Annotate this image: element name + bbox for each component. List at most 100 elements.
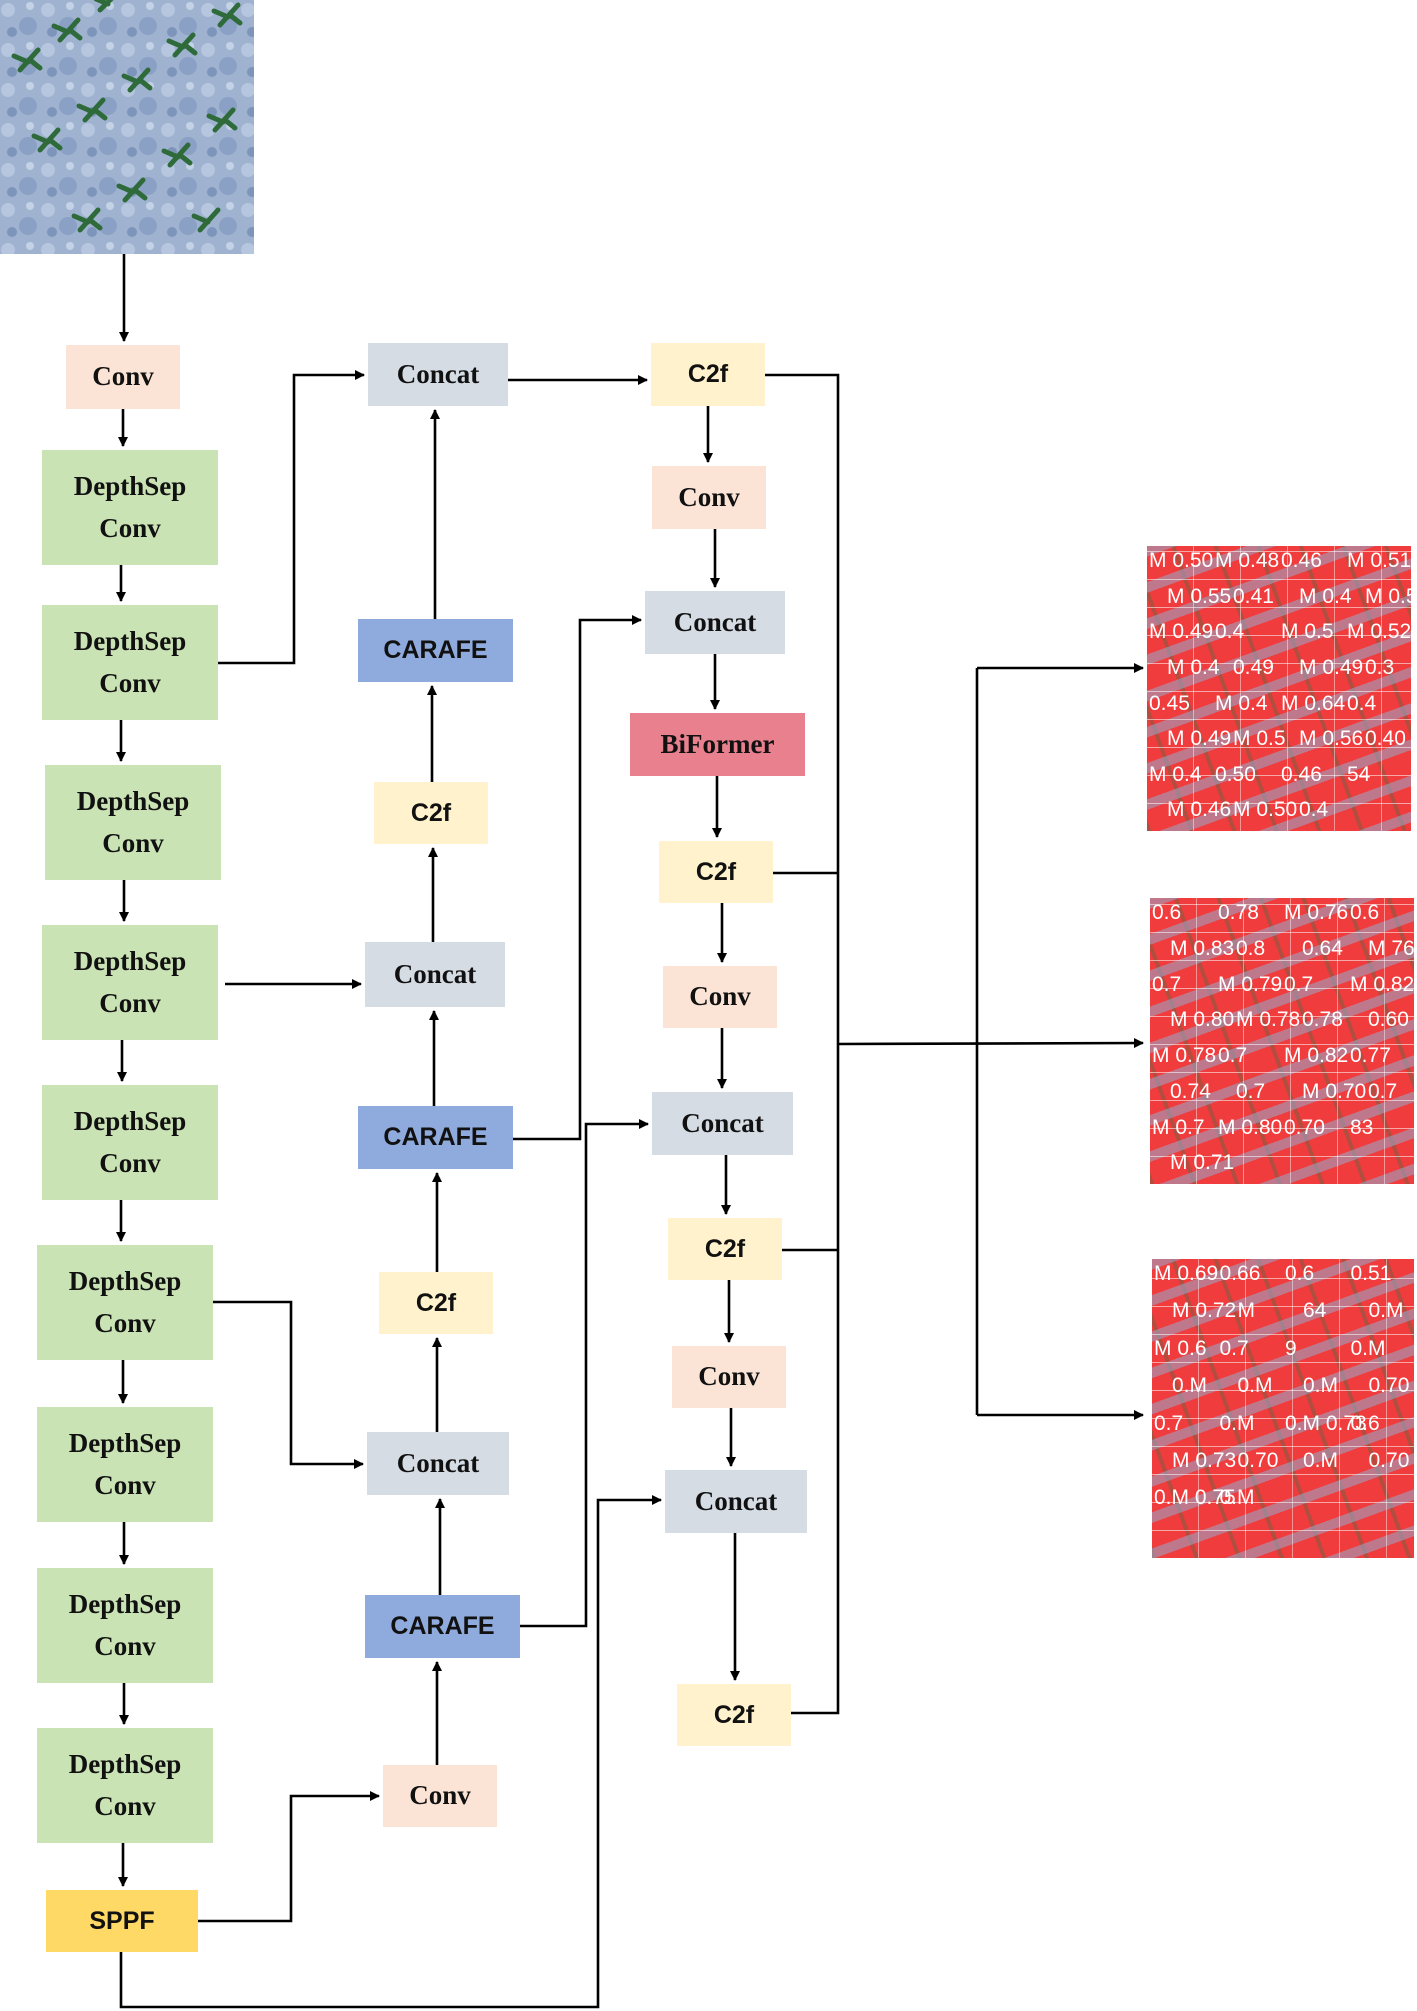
confidence-label: 0.M xyxy=(1303,1374,1339,1398)
confidence-label: M 0.50 xyxy=(1233,798,1298,822)
confidence-label: 0.3 xyxy=(1365,655,1395,679)
head-concat-3: Concat xyxy=(665,1470,807,1533)
block-label: DepthSep xyxy=(68,1588,182,1619)
block-label: DepthSep xyxy=(73,1105,187,1136)
confidence-label: 0.M xyxy=(1303,1448,1339,1472)
confidence-label: M 0.4 xyxy=(1215,691,1268,715)
confidence-label: M 0.5 xyxy=(1281,620,1334,644)
neck-carafe-3: CARAFE xyxy=(365,1595,520,1658)
confidence-label: 0.46 xyxy=(1281,549,1322,572)
confidence-label: 0.78 xyxy=(1218,901,1259,924)
confidence-label: 0.70 xyxy=(1284,1115,1325,1139)
block-label: Conv xyxy=(94,1790,156,1821)
confidence-label: 0.6 xyxy=(1152,901,1182,924)
confidence-label: M 0.52 xyxy=(1347,620,1411,644)
block-label: C2f xyxy=(695,857,737,886)
confidence-label: 0.7 xyxy=(1154,1411,1184,1435)
block-label: CARAFE xyxy=(383,1123,488,1152)
confidence-label: M 0.82 xyxy=(1284,1044,1349,1067)
neck-concat-3: Concat xyxy=(367,1432,509,1495)
block-label: Conv xyxy=(409,1780,471,1811)
block-label: Conv xyxy=(99,667,161,698)
confidence-label: M 0.55 xyxy=(1167,584,1232,608)
confidence-label: 0.7 xyxy=(1152,972,1182,996)
block-label: DepthSep xyxy=(68,1265,182,1296)
block-label: Conv xyxy=(99,512,161,543)
confidence-label: 0.6 xyxy=(1285,1262,1315,1285)
confidence-label: M 0.80 xyxy=(1170,1008,1235,1032)
head-c2f-2: C2f xyxy=(659,841,773,903)
confidence-label: M 0.78 xyxy=(1236,1008,1301,1032)
head-conv-3: Conv xyxy=(672,1346,786,1408)
head-c2f-1: C2f xyxy=(651,343,765,406)
neck-concat-1: Concat xyxy=(368,343,508,406)
confidence-label: M 0.83 xyxy=(1170,936,1235,960)
confidence-label: 0.7 xyxy=(1218,1044,1248,1067)
confidence-label: M 0.4 xyxy=(1167,655,1220,679)
confidence-label: M 0.48 xyxy=(1215,549,1280,572)
confidence-label: 0.45 xyxy=(1149,691,1190,715)
confidence-label: M 0.50 xyxy=(1149,549,1214,572)
input-image xyxy=(0,0,254,254)
neck-carafe-1: CARAFE xyxy=(358,619,513,682)
confidence-label: M 0.76 xyxy=(1284,901,1349,924)
head-concat-1: Concat xyxy=(645,591,785,654)
block-label: C2f xyxy=(713,1700,755,1729)
confidence-label: M 0.4 xyxy=(1149,762,1202,786)
confidence-label: 0.M 0.75 xyxy=(1154,1486,1236,1510)
block-label: Conv xyxy=(689,981,751,1012)
confidence-label: 0.8 xyxy=(1236,936,1266,960)
confidence-label: M 0.6 xyxy=(1154,1336,1207,1360)
block-label: Concat xyxy=(396,1447,480,1478)
block-label: Concat xyxy=(393,958,477,989)
neck-c2f-1: C2f xyxy=(374,782,488,844)
confidence-label: M 0.70 xyxy=(1302,1079,1367,1103)
confidence-label: M 0.72 xyxy=(1172,1299,1237,1323)
confidence-label: M 0.69 xyxy=(1154,1262,1219,1285)
backbone-conv: Conv xyxy=(66,345,180,409)
confidence-label: 0.46 xyxy=(1281,762,1322,786)
confidence-label: 0.70 xyxy=(1237,1448,1279,1472)
confidence-label: 0.7 xyxy=(1284,972,1314,996)
confidence-label: M 0.4 xyxy=(1299,584,1352,608)
confidence-label: M 0.56 xyxy=(1299,727,1364,751)
confidence-label: 0.49 xyxy=(1233,655,1274,679)
block-label: DepthSep xyxy=(73,945,187,976)
head-biformer: BiFormer xyxy=(630,713,805,776)
confidence-label: 0.M xyxy=(1172,1374,1208,1398)
block-label: DepthSep xyxy=(68,1748,182,1779)
block-label: C2f xyxy=(704,1234,746,1263)
flow-arrow xyxy=(520,1119,649,1628)
neck-concat-2: Concat xyxy=(365,942,505,1007)
confidence-label: M 0.78 xyxy=(1152,1044,1217,1067)
flow-arrow xyxy=(218,370,365,665)
neck-carafe-2: CARAFE xyxy=(358,1106,513,1169)
block-label: C2f xyxy=(415,1288,457,1317)
confidence-label: 9 xyxy=(1285,1336,1297,1360)
confidence-label: 0.51 xyxy=(1350,1262,1392,1285)
confidence-label: 0.7 xyxy=(1219,1336,1249,1360)
block-label: DepthSep xyxy=(76,785,190,816)
confidence-label: M 0.49 xyxy=(1167,727,1232,751)
confidence-label: 0.7 xyxy=(1236,1079,1266,1103)
confidence-label: M 0.71 xyxy=(1170,1151,1235,1175)
flow-arrow xyxy=(213,1300,364,1469)
block-label: Conv xyxy=(94,1469,156,1500)
block-label: Concat xyxy=(681,1107,764,1138)
head-concat-2: Concat xyxy=(652,1092,793,1155)
block-label: C2f xyxy=(410,798,452,827)
confidence-label: M 0.51 xyxy=(1347,549,1411,572)
confidence-label: 0.66 xyxy=(1219,1262,1261,1285)
confidence-label: 0.7 xyxy=(1368,1079,1398,1103)
block-label: Concat xyxy=(694,1485,778,1516)
